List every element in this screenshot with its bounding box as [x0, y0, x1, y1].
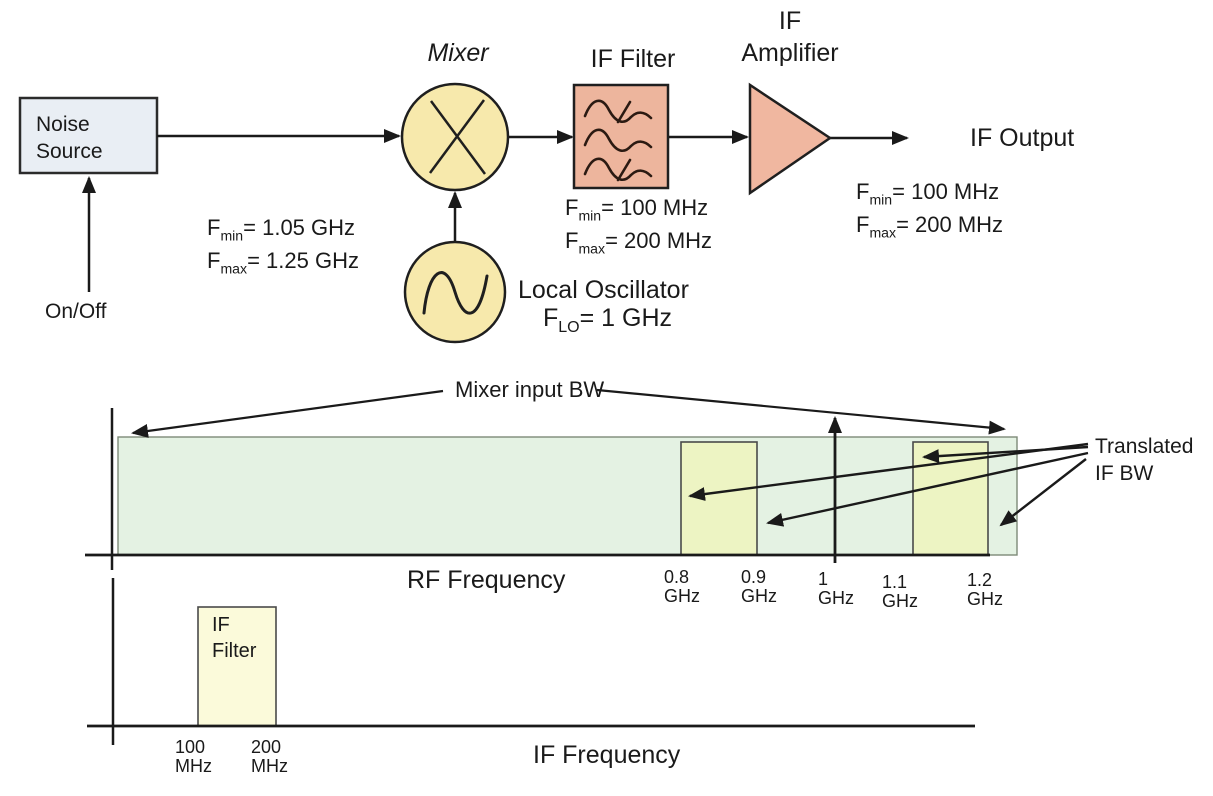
translated-if-bw-label: Translated IF BW — [1095, 435, 1194, 485]
if-filter-band-label: IF Filter — [212, 614, 257, 662]
translated-pointer-1 — [688, 442, 1089, 501]
lo-frequency-value: FLO= 1 GHz — [543, 304, 673, 336]
mixer-bw-pointer-right — [596, 388, 1006, 435]
translated-pointer-3 — [922, 445, 1089, 464]
mixer-bw-pointer-left — [131, 389, 444, 438]
sine-wave-icon — [422, 271, 489, 315]
if-amplifier-label: IF Amplifier — [741, 7, 839, 67]
if-frequency-axis-label: IF Frequency — [533, 741, 681, 769]
translated-pointer-2 — [766, 451, 1089, 527]
if-filter-freq-annotation: Fmin= 100 MHz Fmax= 200 MHz — [565, 195, 713, 257]
noise-source-box — [18, 96, 159, 175]
if-filter-band — [197, 606, 277, 727]
translated-pointer-4 — [999, 458, 1087, 527]
mixer-x-stroke-2 — [428, 99, 486, 174]
rf-frequency-axis-label: RF Frequency — [407, 566, 566, 594]
mixer-symbol — [400, 82, 510, 192]
local-oscillator-label: Local Oscillator — [518, 276, 689, 304]
if-amplifier-triangle — [748, 82, 833, 196]
mixer-input-bw-band — [117, 436, 1018, 556]
mixer-input-freq-annotation: Fmin= 1.05 GHz Fmax= 1.25 GHz — [207, 215, 359, 277]
mixer-x-stroke-1 — [429, 100, 487, 175]
on-off-label: On/Off — [45, 300, 107, 323]
if-output-freq-annotation: Fmin= 100 MHz Fmax= 200 MHz — [856, 179, 1004, 241]
noise-source-label: Noise Source — [36, 113, 103, 163]
bandpass-filter-icon — [583, 99, 653, 182]
if-filter-label: IF Filter — [590, 45, 676, 73]
mixer-input-bw-label: Mixer input BW — [455, 377, 605, 402]
mixer-label: Mixer — [427, 39, 489, 67]
translated-if-bw-band-lower — [680, 441, 758, 556]
if-output-label: IF Output — [970, 124, 1075, 152]
